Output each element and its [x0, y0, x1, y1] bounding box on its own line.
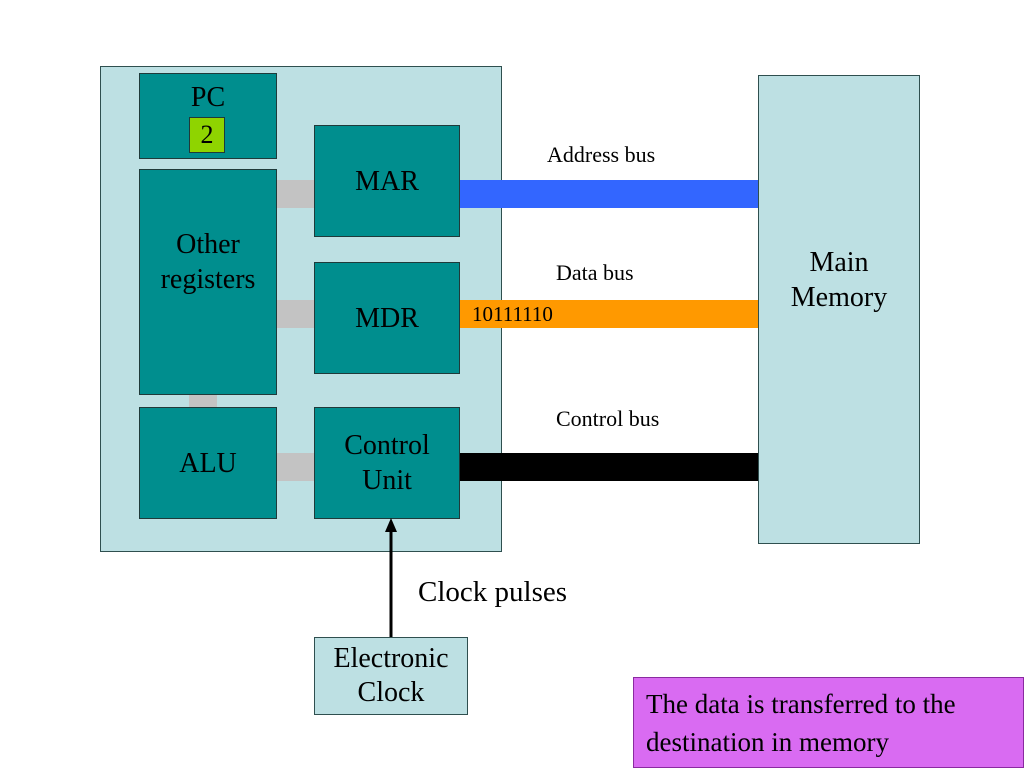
pc-value: 2: [189, 117, 225, 153]
note-box: The data is transferred to the destinati…: [633, 677, 1024, 768]
main-memory: Main Memory: [758, 75, 920, 544]
control-bus-label: Control bus: [556, 406, 660, 431]
connector-registers-mdr: [277, 300, 315, 328]
control-unit-label: Control Unit: [344, 430, 430, 496]
other-registers: Other registers: [139, 169, 277, 395]
control-bus: [460, 453, 758, 481]
clock-pulse-arrow: [385, 518, 397, 638]
alu-label: ALU: [179, 447, 237, 479]
electronic-clock-label: Electronic Clock: [333, 643, 449, 708]
connector-registers-mar: [277, 180, 315, 208]
connector-alu-control: [277, 453, 315, 481]
data-bus-label: Data bus: [556, 260, 634, 285]
mdr-register: MDR: [314, 262, 460, 374]
address-bus: [460, 180, 758, 208]
note-text: The data is transferred to the destinati…: [646, 689, 956, 757]
data-bus-value: 10111110: [472, 302, 553, 326]
clock-pulses-label: Clock pulses: [418, 576, 568, 608]
main-memory-label: Main Memory: [790, 246, 888, 313]
mar-label: MAR: [355, 165, 419, 197]
pc-label: PC: [190, 81, 226, 113]
data-bus: 10111110: [460, 300, 758, 328]
mar-register: MAR: [314, 125, 460, 237]
connector-registers-alu: [189, 395, 217, 408]
mdr-label: MDR: [355, 302, 419, 334]
electronic-clock: Electronic Clock: [314, 637, 468, 715]
address-bus-label: Address bus: [547, 142, 656, 167]
other-registers-label: Other registers: [160, 229, 256, 295]
control-unit: Control Unit: [314, 407, 460, 519]
alu: ALU: [139, 407, 277, 519]
